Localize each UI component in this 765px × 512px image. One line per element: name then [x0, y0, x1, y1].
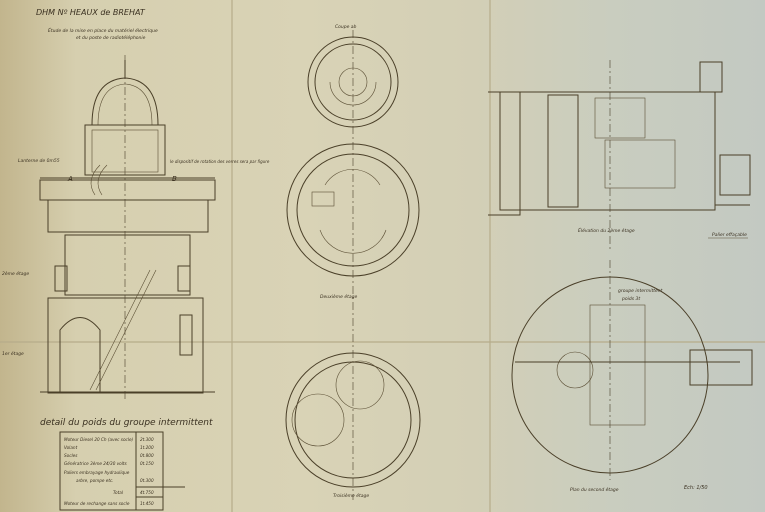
table-row-item: Génératrice 3ème 24/30 volts [64, 461, 128, 466]
drawing-title: DHM Nº HEAUX de BREHAT [36, 8, 146, 17]
table-row-item: Paliers embrayage hydraulique [64, 470, 130, 475]
table-row-item: arbre, pompe etc. [76, 478, 114, 483]
floor-plans: Coupe ab Deuxième étage Troisième étage [285, 24, 421, 500]
spare-label: Moteur de rechange sans socle [64, 501, 130, 506]
mechanism-note: le dispositif de rotation des verres ser… [170, 159, 270, 164]
total-label: Total [113, 490, 124, 495]
spare-value: 1t.450 [140, 501, 154, 506]
table-row-item: Volant [64, 445, 78, 450]
drawing-subtitle: et du poste de radiotéléphonie [76, 34, 146, 41]
weight-table-title: detail du poids du groupe intermittent [40, 418, 213, 428]
floor-2-label: 2ème étage [2, 270, 29, 277]
table-row-weight: 0t.800 [140, 453, 154, 458]
lighthouse-section: Lanterne de 0m55 A B le dispositif de ro… [2, 55, 270, 400]
floor-1-label: 1er étage [2, 350, 24, 357]
coupe-label: Coupe ab [335, 24, 357, 30]
second-floor-label: Deuxième étage [320, 293, 357, 300]
second-floor-plan: groupe intermittent poids 3t Plan du sec… [511, 260, 753, 493]
lantern-label: Lanterne de 0m55 [18, 158, 60, 164]
plan-label: Plan du second étage [570, 486, 619, 493]
elevation-label: Élévation du 2ème étage [578, 226, 635, 234]
elevation-view: Élévation du 2ème étage Palier effaçable [488, 60, 751, 250]
palier-label: Palier effaçable [712, 232, 747, 238]
scale-label: Ech: 1/50 [684, 485, 708, 491]
table-row-weight: 0t.300 [140, 478, 154, 483]
point-a-label: A [67, 175, 73, 183]
table-row-weight: 0t.150 [140, 461, 154, 466]
group-label: groupe intermittent [618, 288, 663, 294]
point-b-label: B [172, 175, 177, 183]
table-row-weight: 1t.200 [140, 445, 154, 450]
total-value: 4t.750 [140, 490, 154, 495]
table-row-item: Socles [64, 453, 78, 458]
table-row-weight: 2t.300 [140, 437, 154, 442]
drawing-subtitle: Étude de la mise en place du matériel él… [48, 26, 158, 34]
table-row-item: Moteur Diesel 20 Ch (avec socle) [64, 437, 134, 442]
third-floor-label: Troisième étage [333, 492, 369, 499]
group-weight-label: poids 3t [621, 296, 640, 302]
weight-table: detail du poids du groupe intermittent M… [40, 418, 213, 511]
